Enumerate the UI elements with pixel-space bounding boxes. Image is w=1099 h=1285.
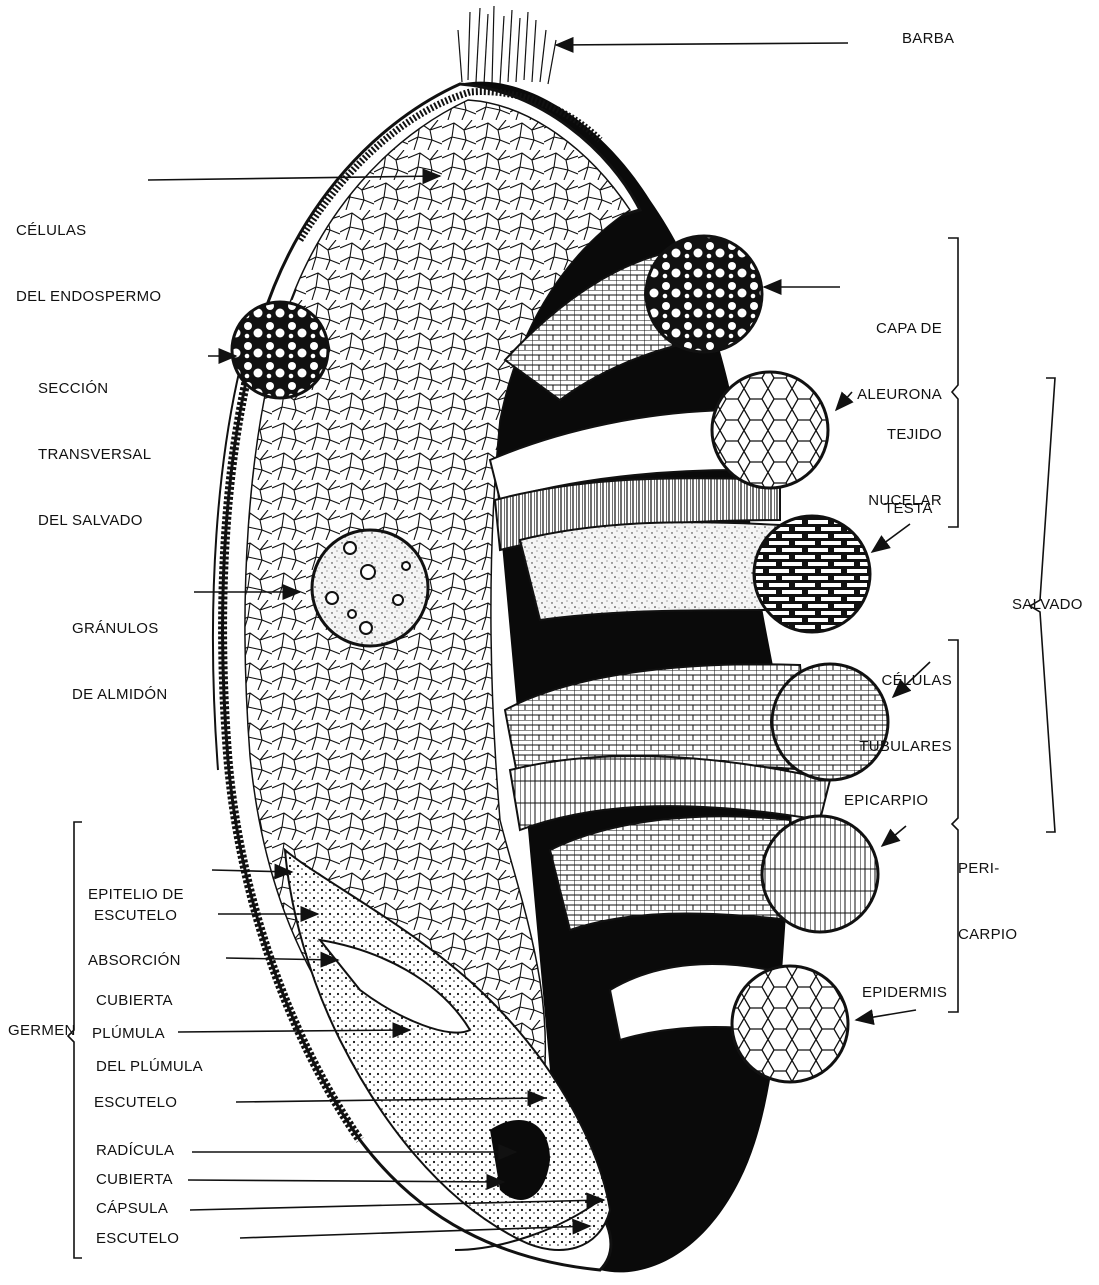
beard-hairs (458, 6, 556, 84)
label-testa: TESTA (884, 498, 933, 520)
epicarp-magnified (762, 816, 878, 932)
label-capsule-text: CÁPSULA (96, 1198, 168, 1220)
label-bran-section-line3: DEL SALVADO (38, 510, 151, 532)
label-pericarp-line2: CARPIO (958, 924, 1017, 946)
aleurone-magnified (646, 236, 762, 352)
label-scutellum-2: ESCUTELO (94, 1092, 177, 1114)
label-endosperm-line1: CÉLULAS (16, 220, 161, 242)
label-salvado: SALVADO (1012, 594, 1083, 616)
label-tube-cells: CÉLULAS TUBULARES (830, 626, 952, 780)
label-scutellum-3: ESCUTELO (96, 1228, 179, 1250)
label-starch-line2: DE ALMIDÓN (72, 684, 168, 706)
label-scutellum-2-text: ESCUTELO (94, 1092, 177, 1114)
label-epidermis-text: EPIDERMIS (862, 982, 947, 1004)
label-epicarp-text: EPICARPIO (844, 790, 928, 812)
label-endosperm-line2: DEL ENDOSPERMO (16, 286, 161, 308)
label-germen: GERMEN (8, 1020, 76, 1042)
nucellar-magnified (712, 372, 828, 488)
label-bran-section-line2: TRANSVERSAL (38, 444, 151, 466)
label-salvado-text: SALVADO (1012, 594, 1083, 616)
label-scutellum-1: ESCUTELO (94, 905, 177, 927)
label-plumule-text: PLÚMULA (92, 1023, 165, 1045)
label-capsule: CÁPSULA (96, 1198, 168, 1220)
label-bran-section-line1: SECCIÓN (38, 378, 151, 400)
label-epidermis: EPIDERMIS (862, 982, 947, 1004)
label-starch-granules: GRÁNULOS DE ALMIDÓN (72, 574, 168, 728)
label-scutellum-1-text: ESCUTELO (94, 905, 177, 927)
label-bran-section: SECCIÓN TRANSVERSAL DEL SALVADO (38, 334, 151, 554)
label-radicle: RADÍCULA (96, 1140, 174, 1162)
label-tube-cells-line1: CÉLULAS (830, 670, 952, 692)
label-endosperm-cells: CÉLULAS DEL ENDOSPERMO (16, 176, 161, 330)
label-radicle-text: RADÍCULA (96, 1140, 174, 1162)
label-scutellum-3-text: ESCUTELO (96, 1228, 179, 1250)
label-aleurone-line1: CAPA DE (832, 318, 942, 340)
label-epicarp: EPICARPIO (844, 790, 928, 812)
bran-section-magnified (232, 302, 328, 398)
epidermis-magnified (732, 966, 848, 1082)
label-barba: BARBA (902, 28, 954, 50)
label-testa-text: TESTA (884, 498, 933, 520)
label-tube-cells-line2: TUBULARES (830, 736, 952, 758)
label-pericarp-line1: PERI- (958, 858, 1017, 880)
label-germen-text: GERMEN (8, 1020, 76, 1042)
label-coleoptile-line1: CUBIERTA (96, 990, 203, 1012)
label-barba-text: BARBA (902, 28, 954, 50)
label-pericarp: PERI- CARPIO (958, 814, 1017, 968)
label-root-sheath: CUBIERTA (96, 1169, 173, 1191)
label-root-sheath-text: CUBIERTA (96, 1169, 173, 1191)
label-absorptive-line1: EPITELIO DE (88, 884, 184, 906)
label-plumule: PLÚMULA (92, 1023, 165, 1045)
label-starch-line1: GRÁNULOS (72, 618, 168, 640)
label-nucellar-line1: TEJIDO (832, 424, 942, 446)
nucellar-band (520, 522, 780, 620)
label-coleoptile-line2: DEL PLÚMULA (96, 1056, 203, 1078)
